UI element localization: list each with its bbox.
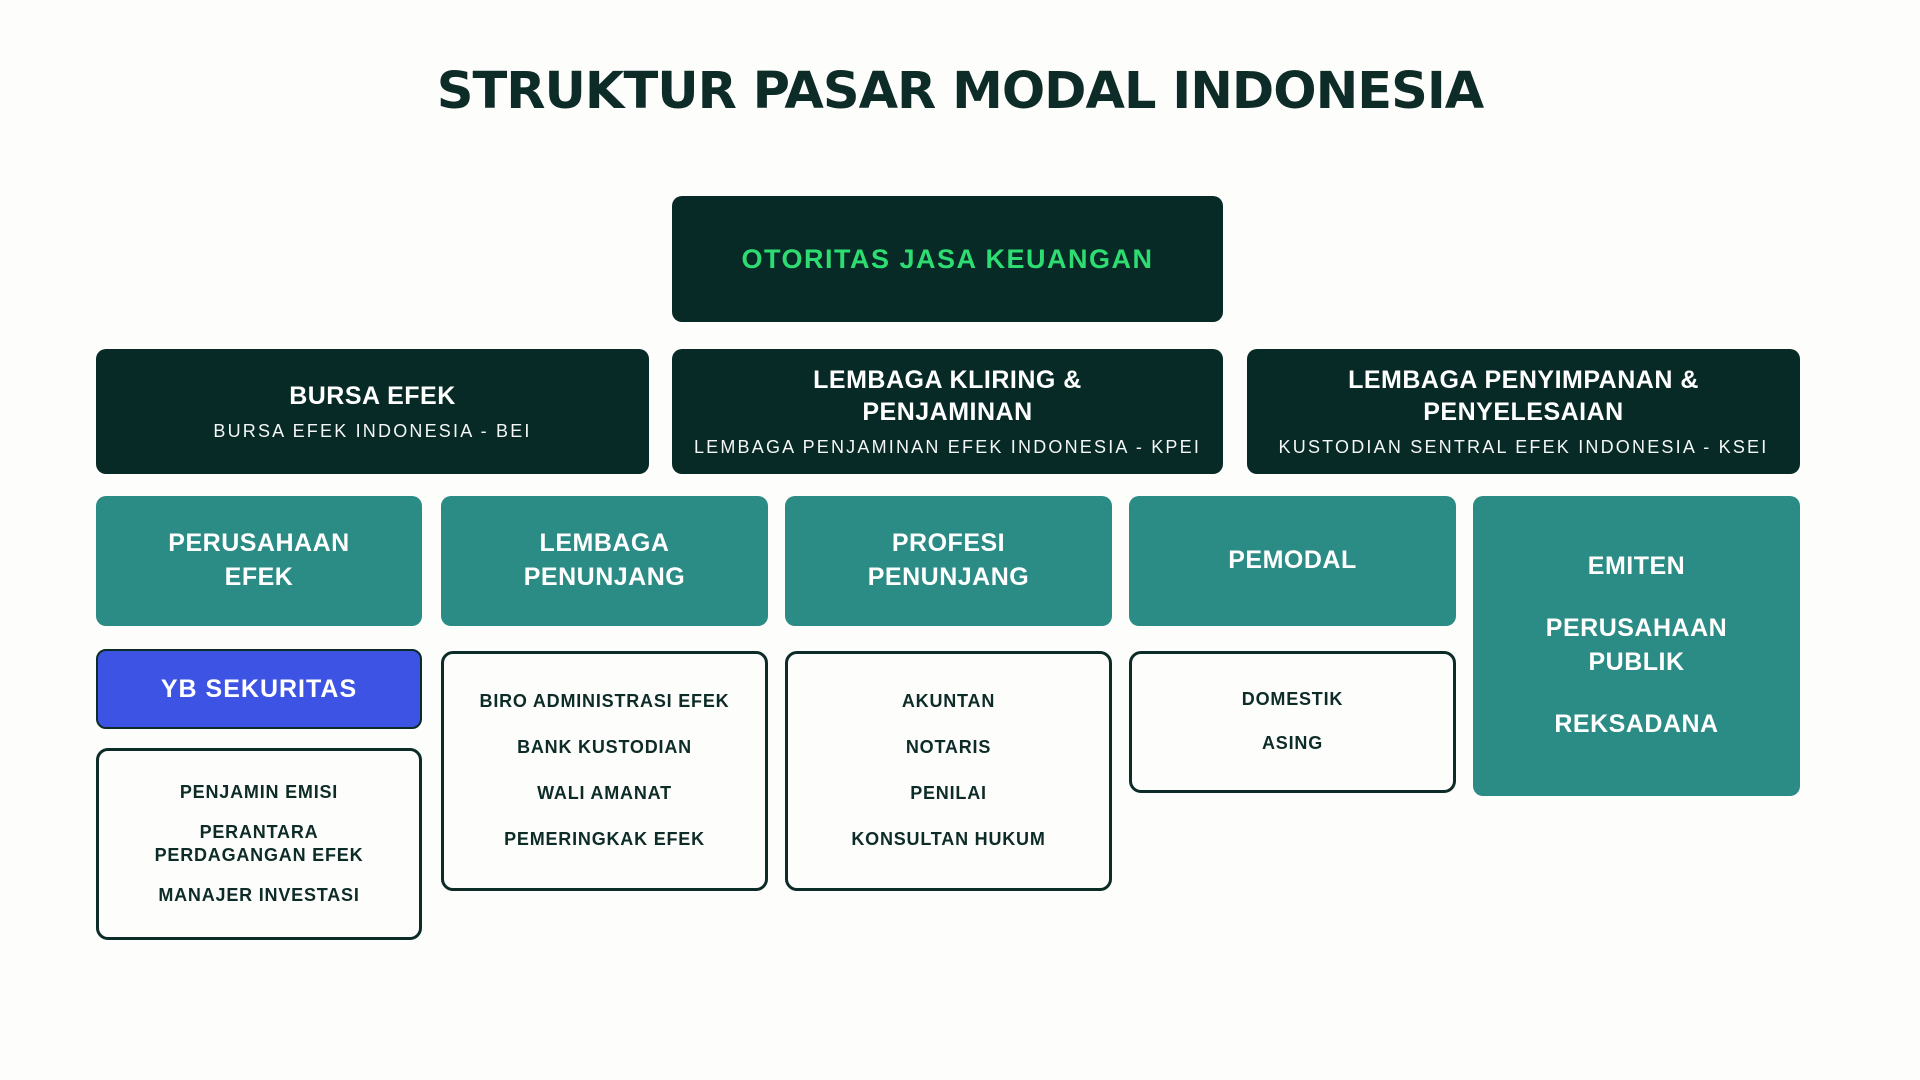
box-bursa-efek: BURSA EFEK BURSA EFEK INDONESIA - BEI [96,349,649,474]
pemodal-label: PEMODAL [1228,546,1357,575]
box-emiten: EMITEN PERUSAHAAN PUBLIK REKSADANA [1473,496,1800,796]
box-lembaga-penyimpanan: LEMBAGA PENYIMPANAN & PENYELESAIAN KUSTO… [1247,349,1800,474]
list-item: DOMESTIK [1241,689,1344,710]
reksadana-item: REKSADANA [1554,710,1719,738]
bursa-efek-subtitle: BURSA EFEK INDONESIA - BEI [213,421,532,442]
bursa-efek-title: BURSA EFEK [289,381,456,410]
profesi-penunjang-label: PROFESI PENUNJANG [867,529,1030,591]
perusahaan-publik-item: PERUSAHAAN PUBLIK [1545,614,1728,676]
lembaga-kliring-title: LEMBAGA KLIRING & PENJAMINAN [813,366,1082,426]
box-pemodal: PEMODAL [1129,496,1456,626]
box-otoritas-jasa-keuangan: OTORITAS JASA KEUANGAN [672,196,1223,322]
list-item: MANAJER INVESTASI [158,884,360,905]
list-item: PENJAMIN EMISI [179,782,339,803]
lembaga-kliring-subtitle: LEMBAGA PENJAMINAN EFEK INDONESIA - KPEI [693,436,1202,457]
yb-sekuritas-label: YB SEKURITAS [160,674,358,703]
box-lembaga-penunjang: LEMBAGA PENUNJANG [441,496,768,626]
box-lembaga-penunjang-list: BIRO ADMINISTRASI EFEK BANK KUSTODIAN WA… [441,651,768,891]
lembaga-penyimpanan-subtitle: KUSTODIAN SENTRAL EFEK INDONESIA - KSEI [1278,436,1769,457]
box-pemodal-list: DOMESTIK ASING [1129,651,1456,793]
list-item: PERANTARA PERDAGANGAN EFEK [154,821,364,865]
regulator-label: OTORITAS JASA KEUANGAN [741,243,1154,274]
list-item: BANK KUSTODIAN [517,737,692,758]
box-perusahaan-efek: PERUSAHAAN EFEK [96,496,422,626]
list-item: BIRO ADMINISTRASI EFEK [479,691,730,712]
list-item: PENILAI [910,783,987,804]
box-profesi-penunjang-list: AKUNTAN NOTARIS PENILAI KONSULTAN HUKUM [785,651,1112,891]
list-item: NOTARIS [905,737,992,758]
list-item: ASING [1261,733,1323,754]
lembaga-penunjang-label: LEMBAGA PENUNJANG [523,529,686,591]
list-item: AKUNTAN [901,691,996,712]
box-perusahaan-efek-list: PENJAMIN EMISI PERANTARA PERDAGANGAN EFE… [96,748,422,940]
box-yb-sekuritas: YB SEKURITAS [96,649,422,729]
box-profesi-penunjang: PROFESI PENUNJANG [785,496,1112,626]
box-lembaga-kliring: LEMBAGA KLIRING & PENJAMINAN LEMBAGA PEN… [672,349,1223,474]
list-item: KONSULTAN HUKUM [851,829,1046,850]
page-title: STRUKTUR PASAR MODAL INDONESIA [436,62,1485,121]
lembaga-penyimpanan-title: LEMBAGA PENYIMPANAN & PENYELESAIAN [1348,366,1699,426]
list-item: PEMERINGKAK EFEK [504,829,705,850]
emiten-item: EMITEN [1587,552,1686,581]
perusahaan-efek-label: PERUSAHAAN EFEK [168,529,350,591]
list-item: WALI AMANAT [537,783,672,804]
